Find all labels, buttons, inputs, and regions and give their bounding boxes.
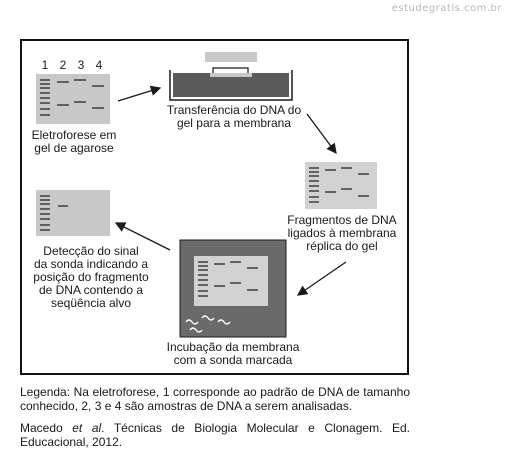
arrow-membrane-to-incubation	[296, 261, 347, 296]
incubation-box	[179, 239, 287, 338]
legend-text: Legenda: Na eletroforese, 1 corresponde …	[20, 385, 410, 413]
caption-electrophoresis: Eletroforese em gel de agarose	[31, 128, 117, 155]
transfer-apparatus	[169, 52, 293, 101]
membrane-replica	[305, 162, 377, 209]
caption-membrane: Fragmentos de DNA ligados à membrana rép…	[287, 213, 397, 253]
watermark: estudegratis.com.br	[391, 3, 502, 14]
caption-transfer: Transferência do DNA do gel para a membr…	[166, 103, 302, 130]
lane-number-1: 1	[41, 58, 49, 72]
arrow-gel-to-transfer	[117, 85, 162, 102]
diagram-frame	[20, 39, 409, 375]
lane-number-3: 3	[77, 58, 85, 72]
caption-detection: Detecção do sinal da sonda indicando a p…	[33, 244, 149, 310]
caption-incubation: Incubação da membrana com a sonda marcad…	[166, 340, 300, 367]
agarose-gel	[36, 74, 110, 124]
probe-squiggles	[185, 315, 231, 333]
source-citation: Macedo et al. Técnicas de Biologia Molec…	[20, 421, 410, 449]
arrow-incubation-to-detection	[114, 222, 171, 251]
detection-film	[36, 190, 110, 236]
arrow-transfer-to-membrane	[306, 113, 337, 155]
lane-number-2: 2	[59, 58, 67, 72]
lane-number-4: 4	[95, 58, 103, 72]
